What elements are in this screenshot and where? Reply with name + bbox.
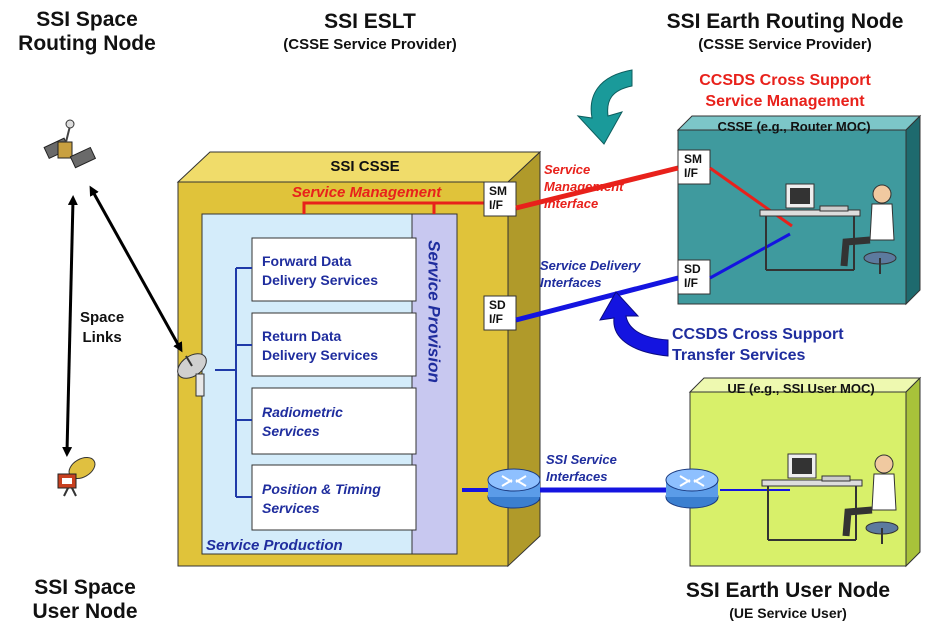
earth-routing-node-subtitle: (CSSE Service Provider) [698,36,872,53]
eslt-title: SSI ESLT [324,10,416,33]
workstation-operator-icon [761,453,899,544]
ccsds-transfer-arrow [599,291,669,357]
user-moc-title: UE (e.g., SSI User MOC) [727,381,875,396]
position-timing-line1: Position & Timing [262,481,381,497]
return-data-line2: Delivery Services [262,347,378,363]
forward-data-line2: Delivery Services [262,272,378,288]
space-user-line1: SSI Space [34,576,136,599]
forward-data-service-label: Forward Data Delivery Services [262,252,378,290]
csse-sd-if-box [483,295,517,331]
return-data-service-label: Return Data Delivery Services [262,327,378,365]
user-moc-box [688,376,922,568]
csse-sd-if-line1: SD [489,298,506,312]
router-icon [487,468,541,509]
sd-interfaces-label: Service Delivery Interfaces [540,257,640,291]
space-routing-line2: Routing Node [18,32,156,55]
router-sm-if-line1: SM [684,152,702,166]
space-user-node-title: SSI Space User Node [10,576,160,624]
service-provision-label: Service Provision [424,240,444,383]
ssi-service-interfaces-label: SSI Service Interfaces [546,451,617,485]
sd-interfaces-line2: Interfaces [540,275,602,290]
space-user-dish-icon [57,457,96,497]
service-management-label: Service Management [292,184,442,201]
csse-box [176,150,542,568]
sm-interface-line1: Service [544,162,591,177]
satellite-icon [43,119,97,169]
router-sd-if-label: SD I/F [684,262,701,290]
sd-interface-line [515,275,679,323]
radiometric-line2: Services [262,423,320,439]
sm-interface-label: Service Management Interface [544,161,623,212]
return-data-line1: Return Data [262,328,342,344]
ccsds-transfer-line1: CCSDS Cross Support [672,326,844,343]
csse-sm-if-box [483,181,517,217]
csse-sd-if-label: SD I/F [489,298,506,326]
router-sd-if-line2: I/F [684,276,698,290]
satellite-dish-icon [177,353,207,397]
service-box-forward [251,237,417,302]
service-box-return [251,312,417,377]
service-tree-lines [215,267,252,498]
sm-interface-line3: Interface [544,196,599,211]
service-production-label: Service Production [206,537,343,554]
ccsds-transfer-label: CCSDS Cross Support Transfer Services [672,324,844,366]
earth-user-node-title: SSI Earth User Node [685,579,891,602]
router-sm-if-line2: I/F [684,166,698,180]
space-links-line1: Space [80,309,125,326]
router-sd-if-line1: SD [684,262,701,276]
router-sm-if-box [677,149,711,185]
service-box-radiometric [251,387,417,455]
csse-sd-if-line2: I/F [489,312,503,326]
csse-sm-if-line2: I/F [489,198,503,212]
position-timing-service-label: Position & Timing Services [262,480,381,518]
space-routing-node-title: SSI Space Routing Node [12,8,162,56]
sm-interface-line2: Management [544,179,624,194]
service-provision-band [411,213,458,555]
space-routing-line1: SSI Space [36,8,138,31]
service-box-position [251,464,417,531]
position-timing-line2: Services [262,500,320,516]
forward-data-line1: Forward Data [262,253,352,269]
space-link-arrows [62,185,183,457]
sd-interfaces-line1: Service Delivery [540,258,641,273]
space-user-line2: User Node [32,600,138,623]
ccsds-transfer-line2: Transfer Services [672,347,806,364]
space-links-line2: Links [82,329,122,346]
service-management-bracket [302,201,484,214]
space-links-label: Space Links [80,308,124,348]
ccsds-management-line1: CCSDS Cross Support [699,72,871,89]
router-sm-if-label: SM I/F [684,152,702,180]
eslt-subtitle: (CSSE Service Provider) [283,36,457,53]
radiometric-service-label: Radiometric Services [262,403,343,441]
ccsds-management-arrow [576,69,633,145]
router-moc-title: CSSE (e.g., Router MOC) [717,119,871,134]
csse-sm-if-line1: SM [489,184,507,198]
earth-routing-node-title: SSI Earth Routing Node [666,10,904,33]
ssi-interfaces-line2: Interfaces [546,469,608,484]
sm-interface-line [515,165,679,211]
router-sd-if-box [677,259,711,295]
workstation-operator-icon [759,183,897,274]
csse-box-title: SSI CSSE [330,158,400,175]
radiometric-line1: Radiometric [262,404,343,420]
ccsds-management-label: CCSDS Cross Support Service Management [660,70,910,112]
csse-sm-if-label: SM I/F [489,184,507,212]
router-icon [665,468,719,509]
earth-user-node-subtitle: (UE Service User) [729,605,847,621]
ssi-interfaces-line1: SSI Service [546,452,617,467]
ccsds-management-line2: Service Management [705,93,865,110]
router-sd-internal-line [709,232,791,280]
